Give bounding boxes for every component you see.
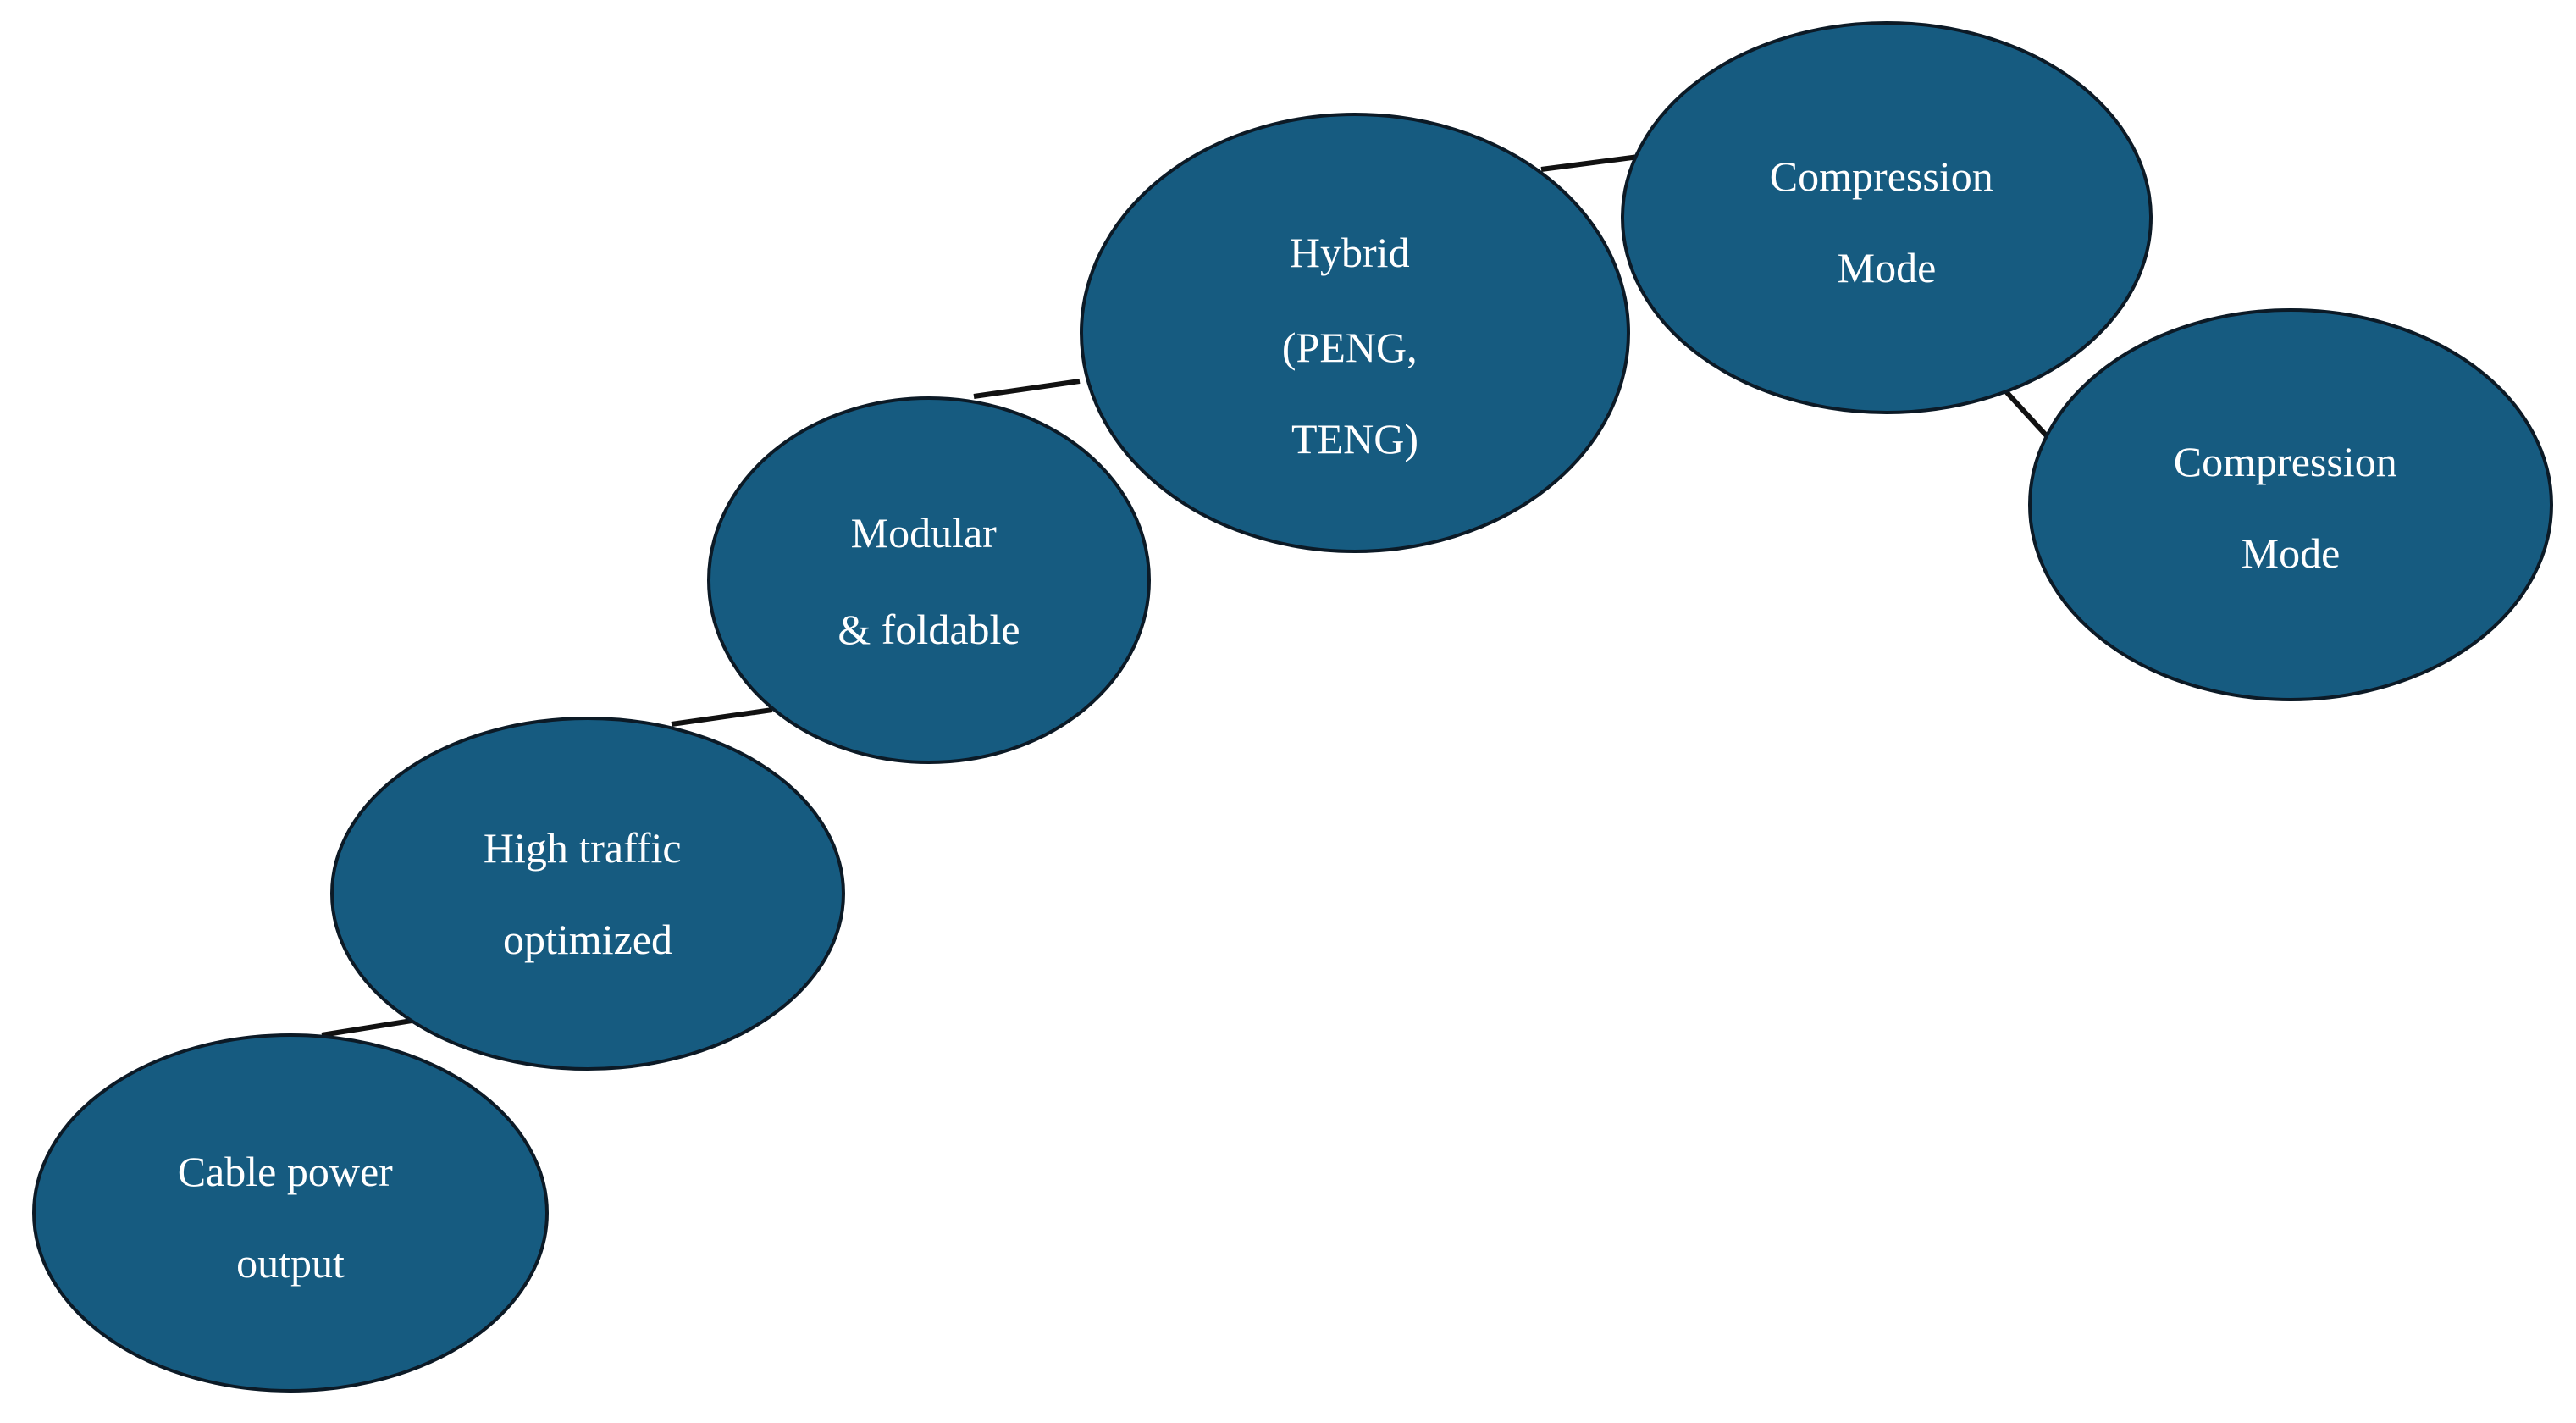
node-label: Modular & foldable [837,509,1020,653]
node-label-line: TENG) [1291,415,1418,462]
node-label: High traffic optimized [484,824,692,963]
node-label-line: optimized [503,916,672,963]
connector-hybrid-to-compression-1 [1540,154,1639,172]
connector-compression-1-to-compression-2 [2000,385,2052,441]
node-label-line: (PENG, [1282,324,1418,371]
connector-high-traffic-to-modular [671,707,773,727]
node-label-line: Mode [1838,244,1937,291]
node-compression-mode-1: Compression Mode [1621,21,2153,414]
node-cable-power-output: Cable power output [32,1033,549,1393]
node-label-line: output [236,1239,345,1287]
node-high-traffic-optimized: High traffic optimized [330,717,845,1071]
node-label: Cable power output [178,1148,404,1287]
node-modular-foldable: Modular & foldable [707,396,1151,764]
node-label-line: Modular [851,509,998,556]
node-shape [32,1033,549,1393]
node-shape [330,717,845,1071]
connector-modular-to-hybrid [973,379,1081,399]
node-label-line: Compression [1770,152,1993,200]
node-label-line: Hybrid [1290,229,1410,276]
node-label-line: High traffic [484,824,682,872]
node-label-line: & foldable [837,606,1020,653]
node-label-line: Compression [2174,438,2397,485]
node-label-line: Cable power [178,1148,393,1195]
node-label: Compression Mode [2174,438,2407,577]
node-hybrid-peng-teng: Hybrid (PENG, TENG) [1080,113,1630,553]
node-shape [1621,21,2153,414]
node-label: Compression Mode [1770,152,2004,291]
node-label: Hybrid (PENG, TENG) [1282,229,1428,462]
node-label-line: Mode [2242,529,2341,577]
node-compression-mode-2: Compression Mode [2028,308,2553,701]
node-shape [707,396,1151,764]
node-shape [1080,113,1630,553]
node-shape [2028,308,2553,701]
